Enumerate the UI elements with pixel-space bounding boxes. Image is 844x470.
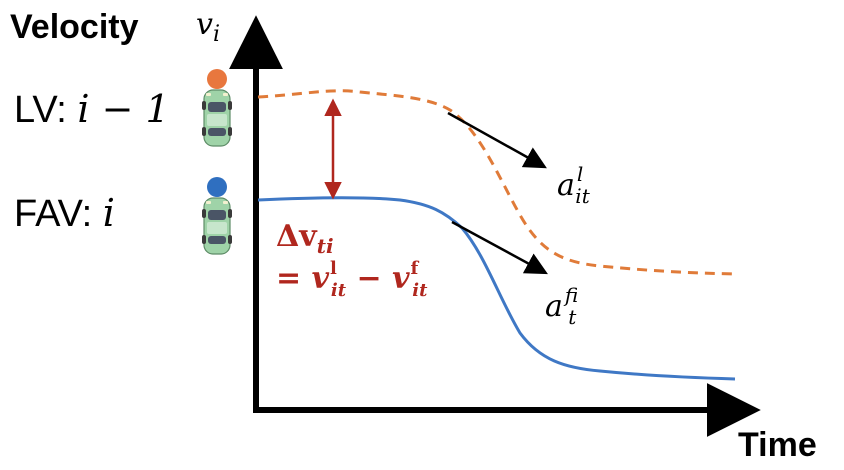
follow-accel-arrow — [451, 220, 548, 275]
lead-vehicle-dot — [207, 69, 227, 89]
y-axis-title: Velocity — [10, 8, 139, 46]
lead-car-icon — [201, 89, 233, 147]
follow-velocity-curve — [257, 196, 736, 381]
delta-v-label: Δvti — [276, 219, 334, 258]
lv-label: LV: i − 1 — [14, 87, 170, 131]
y-axis-symbol: vi — [196, 7, 220, 47]
lead-accel-arrow — [447, 111, 547, 169]
x-axis-title: Time — [738, 426, 817, 464]
follow-vehicle-dot — [207, 177, 227, 197]
fav-label: FAV: i — [14, 191, 115, 235]
lead-velocity-curve — [257, 89, 736, 276]
follow-car-icon — [201, 197, 233, 255]
